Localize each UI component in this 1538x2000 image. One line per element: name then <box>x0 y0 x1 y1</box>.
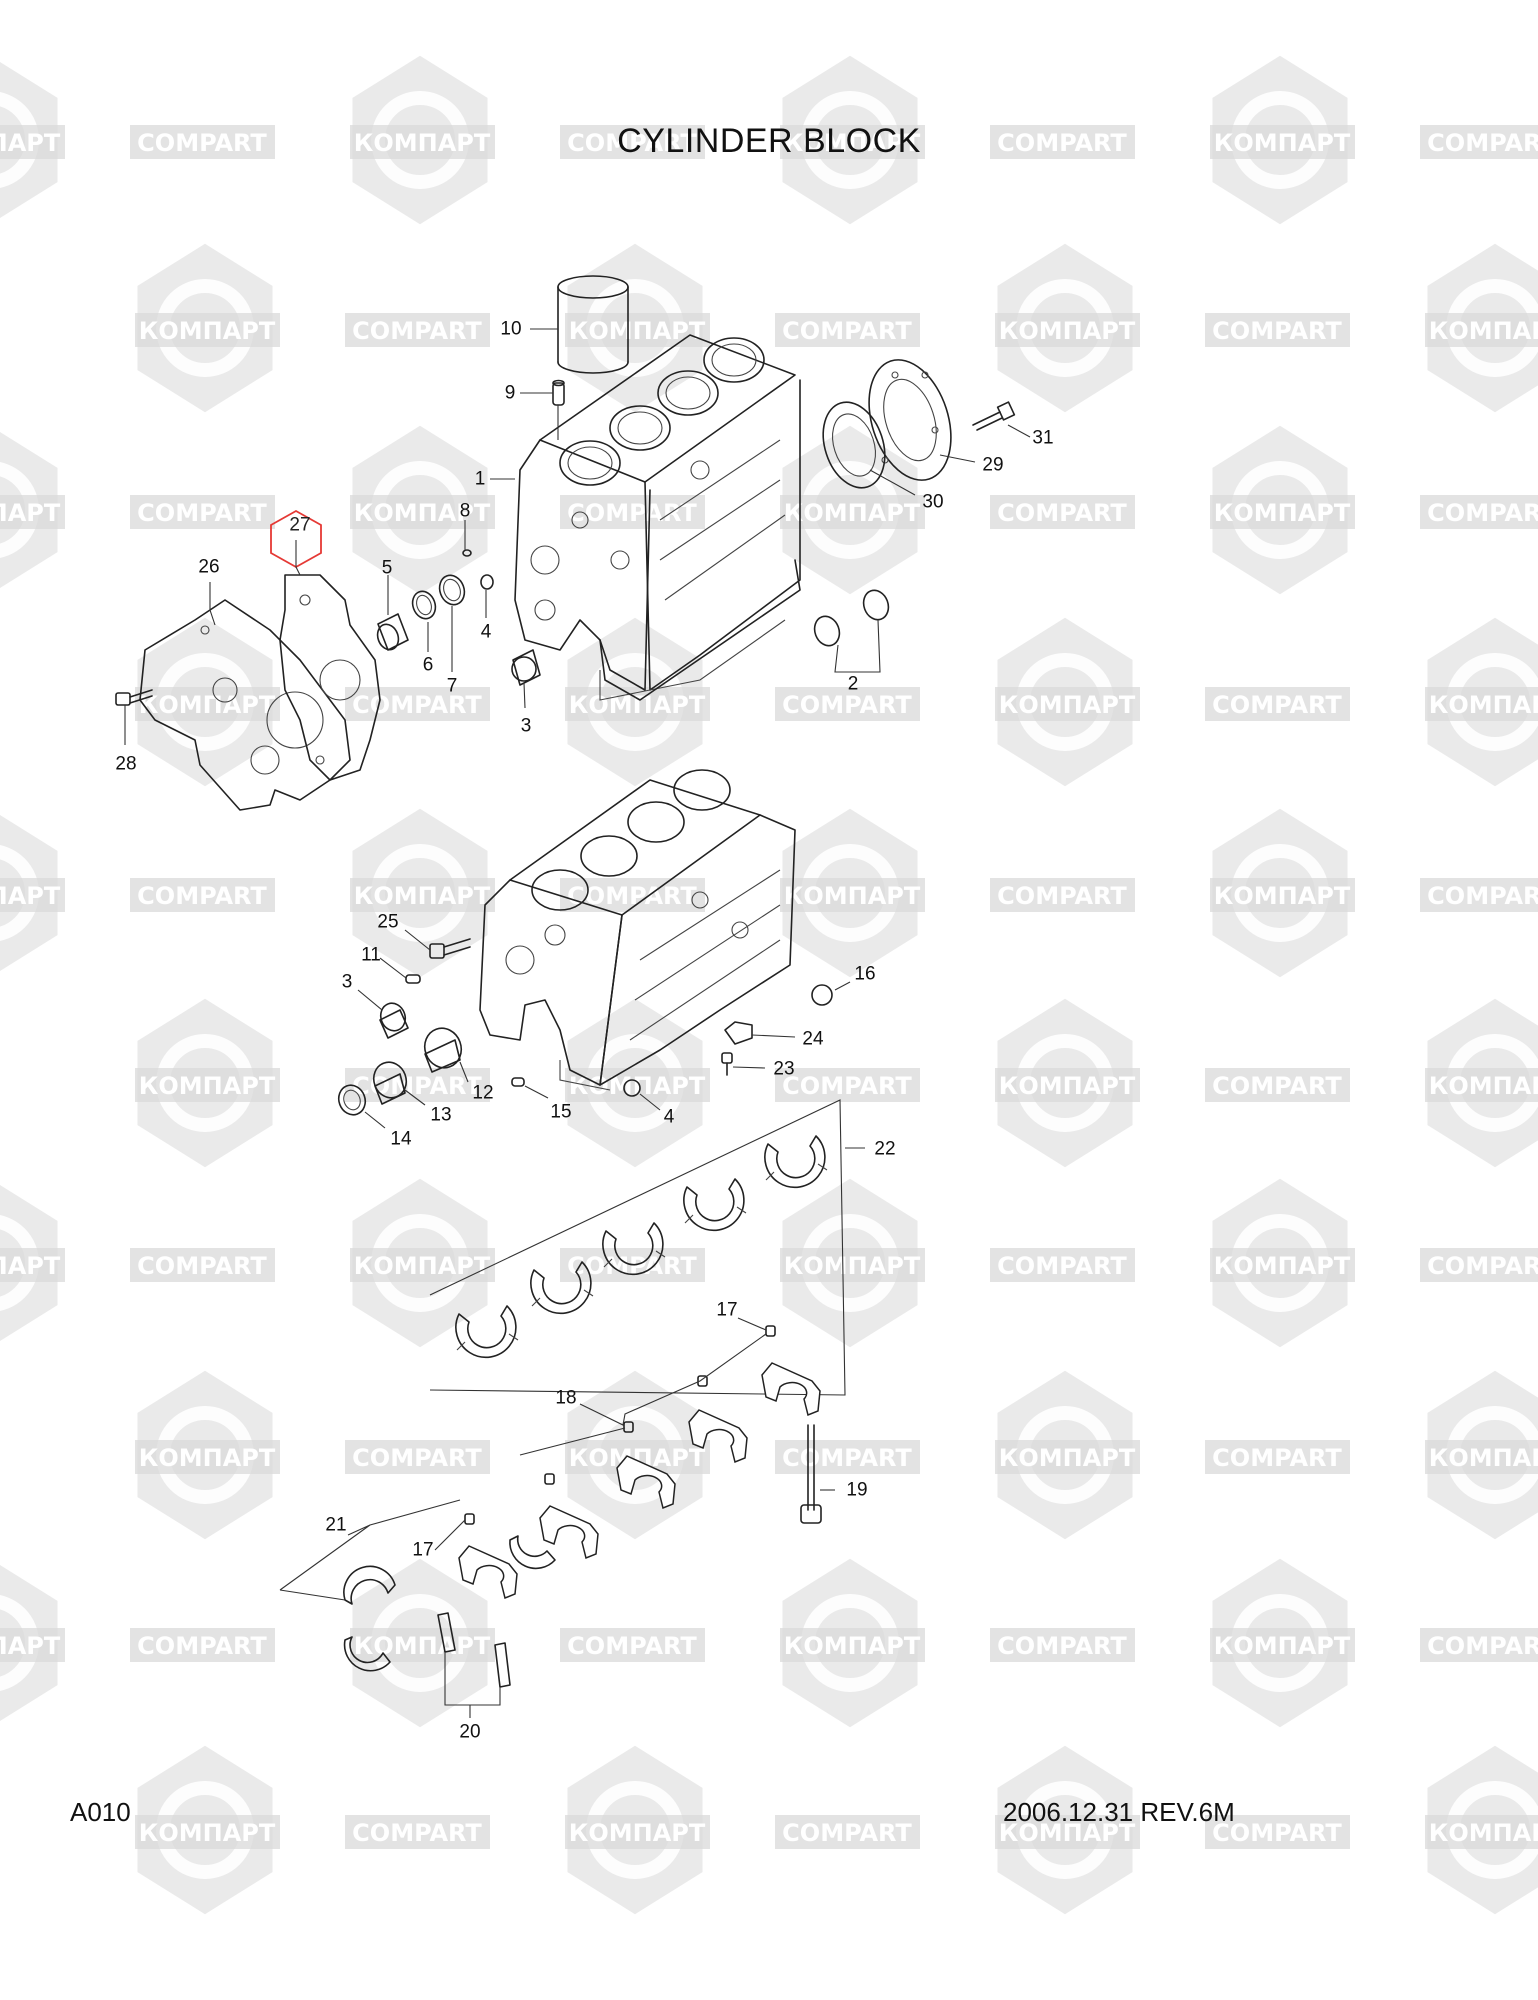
callout-28: 28 <box>115 753 137 775</box>
dowel-pin-9 <box>552 379 565 406</box>
callout-6: 6 <box>422 654 434 676</box>
callout-14: 14 <box>390 1128 412 1150</box>
callout-7: 7 <box>446 675 458 697</box>
page-title: CYLINDER BLOCK <box>617 122 921 160</box>
rear-seal-housing <box>868 359 952 481</box>
callout-3-lower: 3 <box>341 971 353 993</box>
callout-4-lower: 4 <box>663 1106 675 1128</box>
callout-9: 9 <box>504 382 516 404</box>
callout-12: 12 <box>472 1082 494 1104</box>
bearing-cap <box>761 1362 821 1417</box>
cylinder-block-lower <box>479 769 796 1091</box>
callout-15: 15 <box>550 1101 572 1123</box>
bushings-lower <box>337 938 833 1116</box>
gasket-27 <box>279 574 381 781</box>
callout-16: 16 <box>854 963 876 985</box>
callout-3-upper: 3 <box>520 715 532 737</box>
callout-20: 20 <box>459 1721 481 1743</box>
bearing-cap <box>616 1455 676 1510</box>
callout-30: 30 <box>922 491 944 513</box>
callout-17-lower: 17 <box>412 1539 434 1561</box>
main-bearing-half <box>764 1135 826 1189</box>
bearing-cap <box>539 1505 599 1560</box>
callout-31: 31 <box>1032 427 1054 449</box>
bolt-31 <box>972 401 1016 431</box>
callout-4-upper: 4 <box>480 621 492 643</box>
callout-13: 13 <box>430 1104 452 1126</box>
callout-18: 18 <box>555 1387 577 1409</box>
callout-5: 5 <box>381 557 393 579</box>
callout-29: 29 <box>982 454 1004 476</box>
callout-2: 2 <box>847 673 859 695</box>
timing-plate-26 <box>139 599 351 811</box>
callout-19: 19 <box>846 1479 868 1501</box>
bearing-cap <box>688 1409 748 1464</box>
callout-25: 25 <box>377 911 399 933</box>
callout-23: 23 <box>773 1058 795 1080</box>
bolt-28 <box>115 689 153 706</box>
bushings-upper <box>376 549 890 686</box>
oil-seal <box>822 401 886 489</box>
cylinder-block-upper <box>514 334 801 701</box>
revision-label: 2006.12.31 REV.6M <box>1003 1797 1235 1827</box>
bearing-cap <box>458 1545 518 1600</box>
main-bearing-half <box>530 1261 592 1315</box>
callout-11: 11 <box>361 944 381 966</box>
callout-22: 22 <box>874 1138 896 1160</box>
page-code: A010 <box>70 1797 131 1827</box>
callout-21: 21 <box>325 1514 347 1536</box>
callout-24: 24 <box>802 1028 824 1050</box>
callout-26: 26 <box>198 556 220 578</box>
main-bearing-half <box>683 1178 745 1232</box>
callout-8: 8 <box>459 500 471 522</box>
main-bearing-set <box>429 1099 846 1396</box>
bearing-caps <box>343 1325 822 1688</box>
callout-1: 1 <box>474 468 486 490</box>
main-bearing-half <box>602 1222 664 1276</box>
callout-10: 10 <box>500 318 522 340</box>
cylinder-liner <box>557 275 629 374</box>
callout-17-upper: 17 <box>716 1299 738 1321</box>
callout-27: 27 <box>289 514 311 536</box>
main-bearing-half <box>455 1305 517 1359</box>
leader-lines <box>124 328 1031 1718</box>
